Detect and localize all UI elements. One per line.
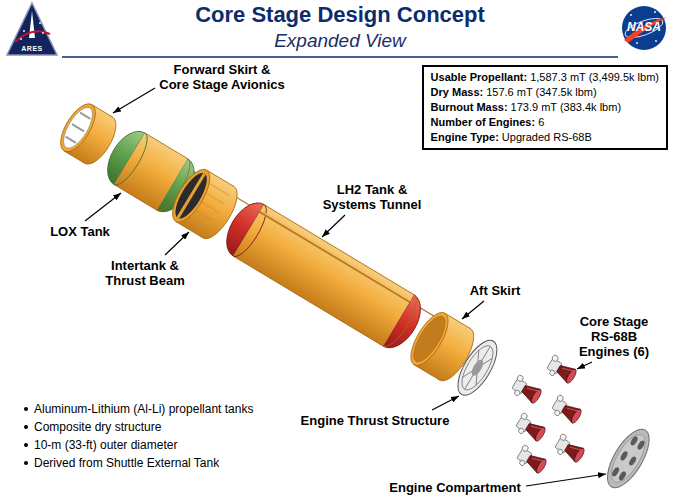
skirt-interior xyxy=(408,312,451,366)
systems-tunnel xyxy=(260,211,410,301)
intertank-rim xyxy=(165,164,216,228)
logo-rocket xyxy=(29,11,35,38)
intertank-interior xyxy=(170,169,213,223)
leader-arrow xyxy=(85,193,121,221)
vent-hole xyxy=(628,455,638,466)
part-label: Engine Compartment xyxy=(389,480,520,495)
bullet-dot xyxy=(24,461,28,465)
logo-shield xyxy=(7,3,57,55)
rs68b-engine xyxy=(509,374,544,406)
logo-swoosh xyxy=(15,31,50,42)
table-value: 6 xyxy=(538,116,544,128)
bullet-dot xyxy=(24,443,28,447)
lh2-edge xyxy=(233,205,414,347)
bullet-note: Composite dry structure xyxy=(34,420,161,435)
table-key: Usable Propellant: xyxy=(431,71,528,83)
part-label: Intertank & Thrust Beam xyxy=(98,258,193,288)
thrust-structure-ring xyxy=(456,341,499,394)
part-label: LOX Tank xyxy=(50,224,110,239)
header-rule xyxy=(62,56,618,58)
table-key: Burnout Mass: xyxy=(431,101,508,113)
vent-hole xyxy=(629,435,639,446)
avionics-boxes xyxy=(65,112,91,143)
leader-arrow xyxy=(432,396,459,410)
leader-arrow xyxy=(165,232,189,255)
logo-star xyxy=(654,11,656,13)
table-row: Number of Engines:6 xyxy=(431,115,659,130)
logo-swoosh xyxy=(624,17,667,43)
lh2-tank xyxy=(218,195,430,355)
logo-star xyxy=(39,22,41,24)
logo-text: ARES xyxy=(21,45,42,53)
bullet-note: Aluminum-Lithium (Al-Li) propellant tank… xyxy=(34,402,253,417)
bullet-dots xyxy=(24,407,28,465)
ares-logo xyxy=(7,3,57,55)
lox-seam xyxy=(114,133,153,190)
engine-compartment xyxy=(599,423,657,494)
table-row: Engine Type:Upgraded RS-68B xyxy=(431,130,659,145)
logo-star xyxy=(630,14,632,16)
compartment-face xyxy=(605,430,652,488)
bullet-note: Derived from Shuttle External Tank xyxy=(34,456,219,471)
rs68b-engine xyxy=(514,444,549,476)
rs68b-engine xyxy=(513,412,548,444)
leader-arrow xyxy=(322,215,345,237)
skirt-rim xyxy=(54,98,102,157)
logo-disc xyxy=(622,6,666,50)
table-row: Burnout Mass:173.9 mT (383.4k lbm) xyxy=(431,100,659,115)
part-label: LH2 Tank & Systems Tunnel xyxy=(316,182,428,212)
thrust-structure-spokes xyxy=(458,342,497,393)
table-value: 157.6 mT (347.5k lbm) xyxy=(486,86,596,98)
lh2-seam xyxy=(233,205,272,262)
logo-star xyxy=(23,30,25,32)
leader-arrow xyxy=(462,301,484,319)
vent-hole xyxy=(618,470,628,481)
rs68b-engine xyxy=(549,394,584,426)
logo-star xyxy=(636,42,638,44)
bullet-dot xyxy=(24,407,28,411)
bullet-note: 10-m (33-ft) outer diameter xyxy=(34,438,177,453)
nasa-logo xyxy=(622,6,667,50)
vent-hole xyxy=(636,439,646,450)
part-label: Forward Skirt & Core Stage Avionics xyxy=(158,62,287,92)
part-label: Core Stage RS-68B Engines (6) xyxy=(574,314,654,359)
logo-star xyxy=(20,38,22,40)
logo-star xyxy=(655,40,657,42)
part-label: Engine Thrust Structure xyxy=(301,413,450,428)
logo-text: NASA xyxy=(627,20,661,34)
thrust-structure-hub xyxy=(469,358,485,378)
part-label: Aft Skirt xyxy=(470,283,521,298)
logo-star xyxy=(42,32,44,34)
leader-arrow xyxy=(113,88,155,113)
rs68b-engine xyxy=(544,354,579,386)
thrust-beam xyxy=(178,173,205,218)
vent-hole xyxy=(619,450,629,461)
subtitle: Expanded View xyxy=(274,30,406,52)
thrust-structure-disk xyxy=(450,335,504,402)
table-key: Dry Mass: xyxy=(431,86,484,98)
rs68b-engine xyxy=(552,433,587,465)
table-value: 1,587.3 mT (3,499.5k lbm) xyxy=(530,71,659,83)
lh2-barrel xyxy=(233,205,414,347)
table-value: 173.9 mT (383.4k lbm) xyxy=(511,101,621,113)
table-value: Upgraded RS-68B xyxy=(502,131,592,143)
table-key: Number of Engines: xyxy=(431,116,536,128)
vent-hole xyxy=(611,466,621,477)
engine-thrust-structure xyxy=(450,335,504,402)
systems-tunnel-highlight xyxy=(260,211,410,301)
bullet-dot xyxy=(24,425,28,429)
table-row: Dry Mass:157.6 mT (347.5k lbm) xyxy=(431,85,659,100)
leader-arrow xyxy=(526,474,606,486)
leader-arrow xyxy=(577,362,592,369)
skirt-rim xyxy=(404,307,455,371)
compartment-disk xyxy=(599,423,657,494)
table-row: Usable Propellant:1,587.3 mT (3,499.5k l… xyxy=(431,70,659,85)
table-key: Engine Type: xyxy=(431,131,499,143)
slide-title: Core Stage Design Concept xyxy=(195,2,485,27)
data-table-box: Usable Propellant:1,587.3 mT (3,499.5k l… xyxy=(422,65,668,150)
skirt-interior xyxy=(58,103,98,152)
